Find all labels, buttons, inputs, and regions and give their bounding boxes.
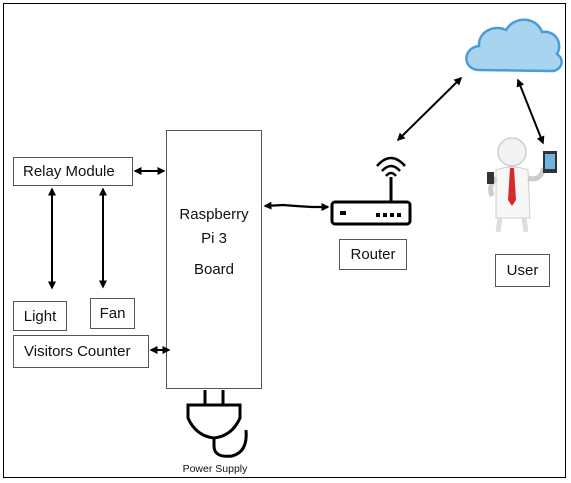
router-box: Router [339, 239, 407, 270]
rpi-router-connector [263, 201, 330, 211]
diagram-frame [3, 3, 566, 478]
power-plug-icon [186, 390, 248, 458]
light-label: Light [23, 307, 57, 325]
wifi-router-icon [330, 156, 412, 226]
user-label: User [506, 262, 539, 279]
raspberry-pi-board-box: Raspberry Pi 3 Board [166, 130, 262, 389]
light-box: Light [13, 301, 67, 331]
power-supply-label: Power Supply [182, 463, 248, 475]
fan-box: Fan [90, 298, 135, 329]
raspberry-label-line1: Raspberry [179, 206, 249, 223]
cloud-icon [465, 18, 563, 73]
visitors-counter-label: Visitors Counter [24, 343, 131, 360]
visitors-counter-box: Visitors Counter [13, 335, 149, 368]
router-cloud-connector [396, 76, 463, 142]
relay-module-box: Relay Module [13, 157, 133, 186]
cloud-user-connector [516, 78, 545, 145]
router-label: Router [350, 246, 396, 263]
fan-label: Fan [99, 305, 126, 322]
raspberry-label-line2: Pi 3 [201, 230, 227, 247]
relay-module-label: Relay Module [23, 163, 115, 180]
raspberry-label-line3: Board [193, 261, 235, 278]
user-box: User [495, 254, 550, 287]
user-with-laptop-icon [487, 137, 557, 233]
